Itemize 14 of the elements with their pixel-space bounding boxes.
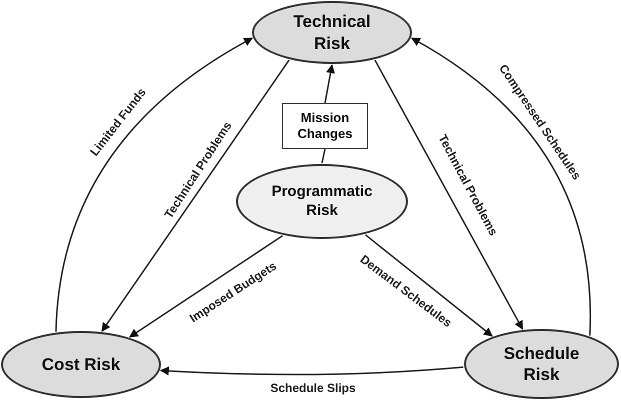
- arrow: [374, 60, 524, 330]
- risk-ellipse: Programmatic Risk: [236, 164, 408, 239]
- arrow: [365, 234, 493, 337]
- process-box: Mission Changes: [282, 103, 368, 149]
- risk-ellipse: Technical Risk: [252, 1, 412, 64]
- risk-ellipse: Cost Risk: [1, 331, 161, 398]
- edge-label: Schedule Slips: [270, 382, 356, 394]
- arrow: [324, 64, 335, 104]
- arrow: [129, 235, 283, 338]
- arrow: [160, 366, 464, 376]
- arrow: [55, 38, 253, 332]
- arrow: [101, 60, 290, 332]
- arrow: [411, 38, 591, 336]
- risk-ellipse: Schedule Risk: [464, 329, 619, 399]
